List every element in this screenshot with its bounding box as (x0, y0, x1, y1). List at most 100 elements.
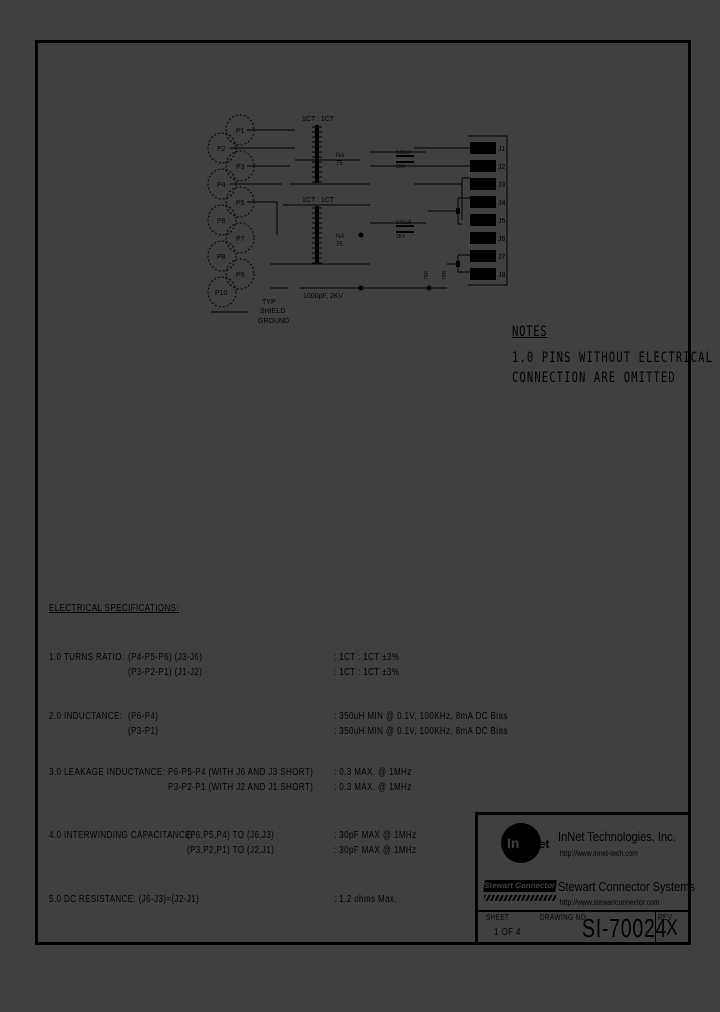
ground-label: GROUND (258, 318, 289, 325)
choke-label-top: NA (336, 153, 344, 159)
spec-pins: (J6-J3)=(J2-J1) (138, 894, 200, 905)
pin-circle-p9 (225, 258, 255, 290)
stewart-logo: Stewart Connector (483, 880, 557, 892)
jack-pin-label: J4 (498, 200, 506, 207)
transformer-cores (315, 125, 460, 291)
notes-title: NOTES (512, 324, 548, 340)
innet-url: http://www.innet-tech.com (560, 849, 638, 858)
spec-label: INDUCTANCE: (63, 711, 123, 722)
spec-2-pins-b: (P3-P1) (128, 726, 159, 737)
jack-pin-label: J1 (498, 146, 506, 153)
cap-voltage-top: 2KV (396, 164, 406, 170)
cap-label-top: 0.01uF (396, 150, 412, 156)
stewart-logo-text: Stewart Connector (483, 881, 556, 890)
spec-1-pins-a: (P4-P5-P6) (J3-J6) (128, 652, 203, 663)
spec-label: LEAKAGE INDUCTANCE: (63, 767, 166, 778)
company-name-innet: InNet Technologies, Inc. (558, 829, 676, 844)
choke-label-bottom-value: 75 (336, 242, 343, 248)
spec-1-label: 1.0 TURNS RATIO: (49, 652, 124, 663)
transformer-core-bottom (315, 206, 319, 264)
company-name-stewart: Stewart Connector Systems (558, 879, 695, 894)
resistor-label: 75R (442, 270, 448, 280)
spec-label: INTERWINDING CAPACITANCE: (63, 830, 194, 841)
spec-3-pins-a: P6-P5-P4 (WITH J6 AND J3 SHORT) (168, 767, 314, 778)
pin-label: P9 (236, 272, 245, 279)
spec-5-label: 5.0 DC RESISTANCE: (J6-J3)=(J2-J1) (49, 894, 199, 905)
transformer-core-top (315, 125, 319, 183)
spec-1-value-b: : 1CT : 1CT ±3% (334, 667, 400, 678)
sheet-label: SHEET (486, 913, 510, 922)
rev-label: REV (658, 913, 673, 922)
sheet-value: 1 OF 4 (494, 927, 521, 938)
jack-pin-label: J5 (498, 218, 506, 225)
transformer-ratio-top: 1CT : 1CT (302, 116, 335, 123)
jack-pin-label: J2 (498, 164, 506, 171)
spec-2-label: 2.0 INDUCTANCE: (49, 711, 122, 722)
pin-circle-p8 (207, 240, 237, 272)
pin-label: P2 (217, 146, 226, 153)
spec-3-value-a: : 0.3 MAX. @ 1MHz (334, 767, 412, 778)
bottom-cap-label: 1000pF, 2KV (303, 293, 343, 300)
jack-pin-label: J6 (498, 236, 506, 243)
spec-1-pins-b: (P3-P2-P1) (J1-J2) (128, 667, 203, 678)
stewart-logo-stripes (484, 895, 556, 901)
schematic-diagram: P1 P2 P3 P4 P5 P6 P7 P8 P9 P10 1CT : 1CT… (207, 114, 508, 325)
drawing-number-label: DRAWING NO. (540, 913, 589, 922)
spec-2-pins-a: (P6-P4) (128, 711, 159, 722)
drawing-frame (35, 40, 691, 945)
spec-number: 4.0 (49, 830, 62, 841)
choke-label-bottom: NA (336, 234, 344, 240)
innet-logo-suffix: Net (530, 837, 550, 851)
specs-title: ELECTRICAL SPECIFICATIONS: (49, 603, 179, 614)
pin-label: P7 (236, 236, 245, 243)
title-block: In Net InNet Technologies, Inc. http://w… (475, 812, 695, 943)
pin-circle-p10 (207, 276, 237, 308)
spec-3-pins-b: P3-P2-P1 (WITH J2 AND J1 SHORT) (168, 782, 314, 793)
pin-label: P4 (217, 182, 226, 189)
title-block-divider (478, 910, 689, 912)
spec-4-value-b: : 30pF MAX @ 1MHz (334, 845, 417, 856)
spec-3-value-b: : 0.3 MAX. @ 1MHz (334, 782, 412, 793)
pin-circle-p7 (225, 222, 255, 254)
spec-3-label: 3.0 LEAKAGE INDUCTANCE: (49, 767, 165, 778)
spec-label: DC RESISTANCE: (63, 894, 137, 905)
jack-pin-label: J3 (498, 182, 506, 189)
wires (211, 129, 508, 313)
spec-number: 2.0 (49, 711, 62, 722)
rj45-pin-circles (207, 114, 255, 308)
spec-4-label: 4.0 INTERWINDING CAPACITANCE: (49, 830, 194, 841)
spec-5-value: : 1.2 ohms Max. (334, 894, 397, 905)
rev-value: X (666, 915, 678, 940)
pin-label: P1 (236, 128, 245, 135)
shield-label-typ: TYP (262, 299, 276, 306)
cap-label-bottom: 0.01uF (396, 220, 412, 226)
spec-1-value-a: : 1CT : 1CT ±3% (334, 652, 400, 663)
spec-4-pins-b: (P3,P2,P1) TO (J2,J1) (187, 845, 275, 856)
spec-2-value-a: : 350uH MIN @ 0.1V, 100KHz, 8mA DC Bias (334, 711, 508, 722)
pin-label: P3 (236, 164, 245, 171)
spec-4-pins-a: (P6,P5,P4) TO (J6,J3) (187, 830, 275, 841)
spec-4-value-a: : 30pF MAX @ 1MHz (334, 830, 417, 841)
choke-label-top-value: 75 (336, 161, 343, 167)
notes-line-2: CONNECTION ARE OMITTED (512, 370, 676, 386)
pin-circle-p6 (207, 204, 237, 236)
drawing-number: SI-70024 (582, 913, 668, 943)
resistor-label: 75R (424, 270, 430, 280)
jack-pin-label: J8 (498, 272, 506, 279)
innet-logo-text: In (507, 835, 520, 851)
spec-2-value-b: : 350uH MIN @ 0.1V, 100KHz, 8mA DC Bias (334, 726, 508, 737)
spec-number: 1.0 (49, 652, 62, 663)
pin-label: P6 (217, 218, 226, 225)
pin-label: P5 (236, 200, 245, 207)
notes-line-1: 1.0 PINS WITHOUT ELECTRICAL (512, 350, 714, 366)
transformer-ratio-bottom: 1CT : 1CT (302, 197, 335, 204)
innet-logo: In (501, 823, 541, 863)
spec-number: 3.0 (49, 767, 62, 778)
pin-label: P8 (217, 254, 226, 261)
pin-label: P10 (215, 290, 228, 297)
rev-divider (655, 910, 656, 942)
shield-label: SHIELD (260, 308, 285, 315)
jack-pin-blocks (470, 142, 496, 280)
capacitor-plates (396, 155, 414, 233)
jack-pin-label: J7 (498, 254, 506, 261)
